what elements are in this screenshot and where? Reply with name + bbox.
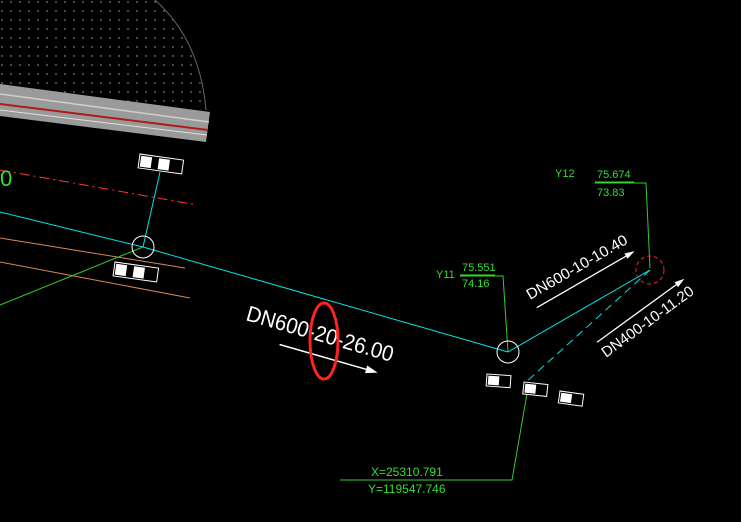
manhole-circle[interactable] (131, 235, 155, 259)
y11-bottom-elevation: 74.16 (462, 278, 490, 290)
arrow-head-upper (624, 251, 635, 259)
coordinate-y: Y=119547.746 (368, 482, 446, 496)
hatch-area (0, 0, 207, 111)
flow-arrow-upper (536, 255, 627, 309)
pipe-label-branch[interactable]: DN400-10-11.20 (598, 283, 697, 361)
y11-top-elevation: 75.551 (462, 262, 496, 274)
y12-top-elevation: 75.674 (597, 169, 631, 181)
manhole-circle-y11[interactable] (496, 340, 520, 364)
flow-arrow-main (279, 343, 367, 371)
y12-bottom-elevation: 73.83 (597, 187, 625, 199)
pipe-label-upper[interactable]: DN600-10-10.40 (524, 232, 631, 304)
highlight-ellipse (308, 301, 340, 381)
arrow-head-branch (674, 278, 685, 288)
leader-lines (0, 182, 651, 481)
edge-text: 0 (0, 166, 12, 191)
manhole-label-y12: Y12 (555, 168, 575, 180)
pipes (0, 171, 651, 384)
manhole-circle-y12[interactable] (635, 255, 665, 285)
manhole-label-y11: Y11 (436, 269, 455, 281)
inlet-symbols (112, 153, 585, 407)
coordinate-x: X=25310.791 (371, 465, 443, 479)
boundary-lines (0, 237, 191, 299)
flow-arrow-branch (596, 284, 677, 343)
road-band (0, 84, 210, 142)
road-centerline (0, 169, 198, 206)
arrow-head-main (365, 365, 378, 374)
